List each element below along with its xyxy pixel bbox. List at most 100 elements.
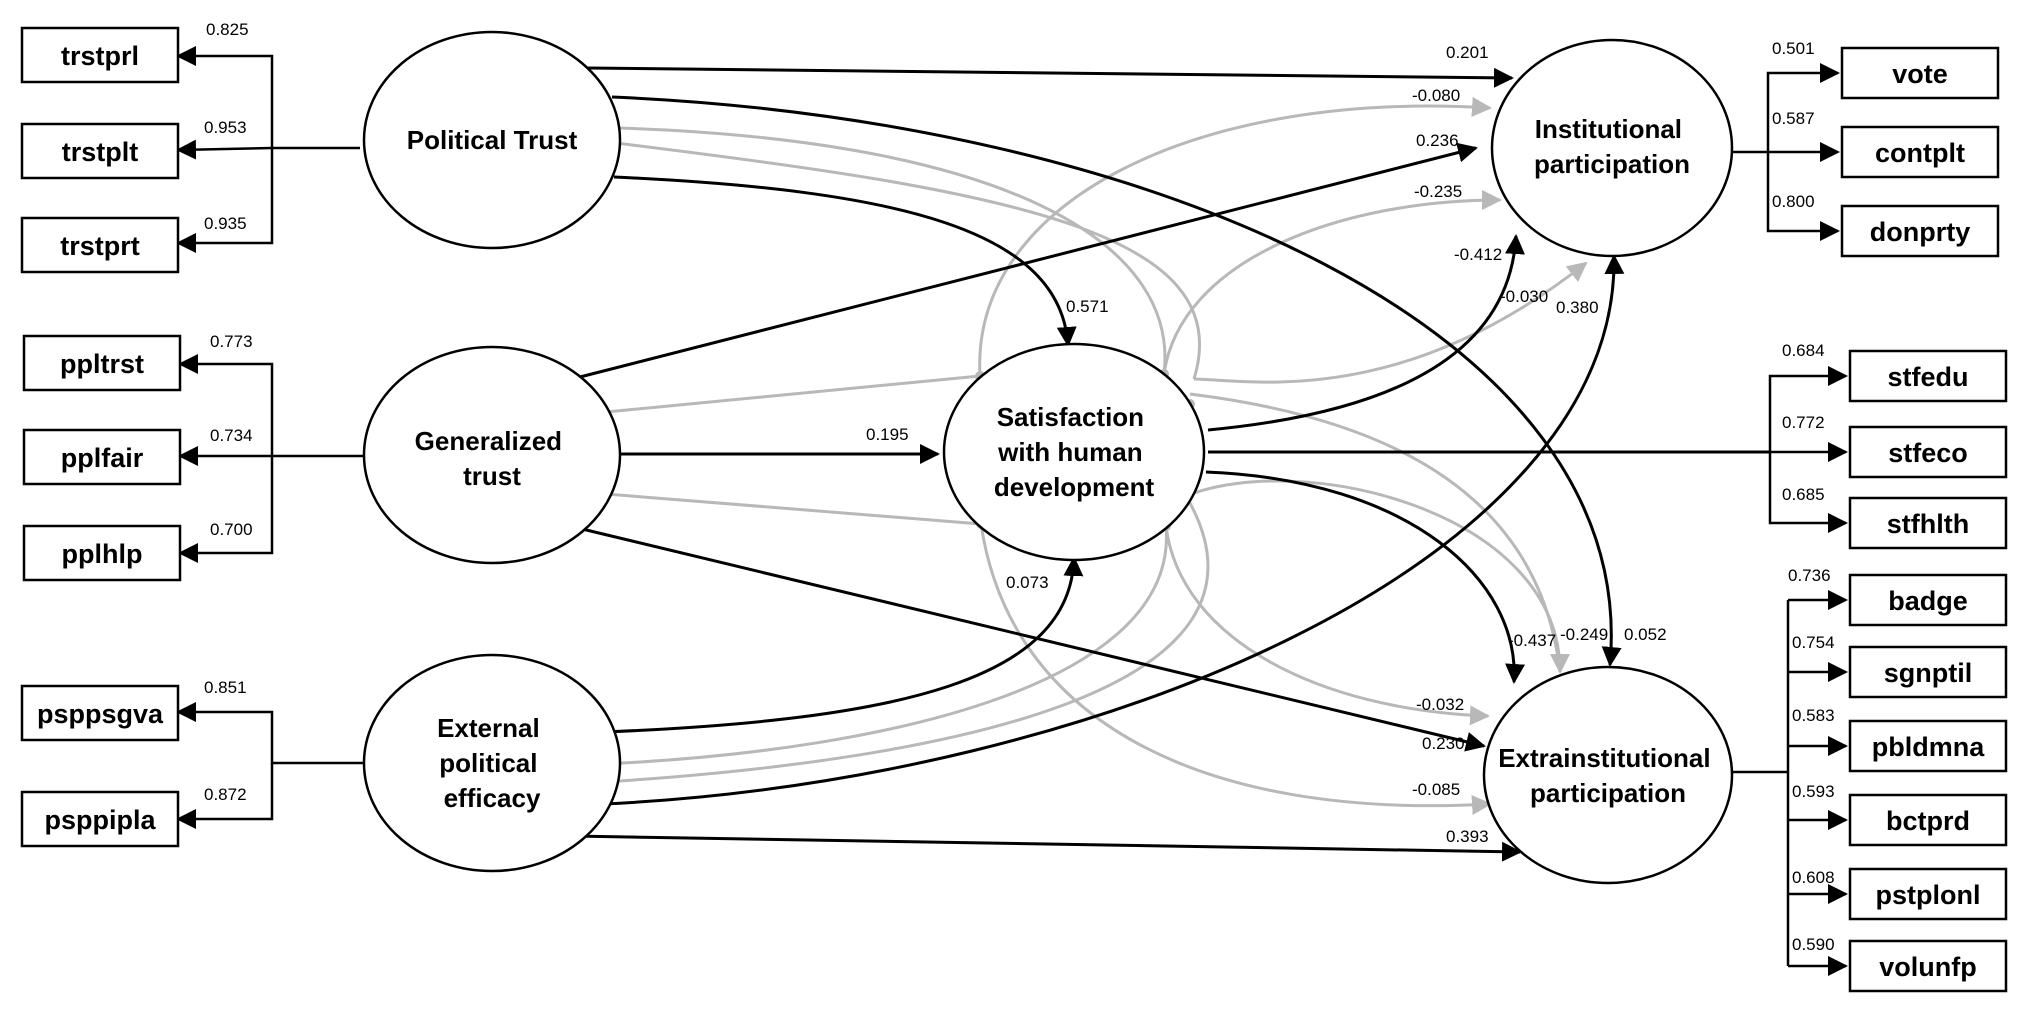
coef-gt-sat: 0.195 — [866, 425, 909, 444]
latent-label-line: with human — [997, 437, 1142, 467]
loading-labels-left: 0.825 0.953 0.935 0.773 0.734 0.700 0.85… — [204, 20, 253, 804]
indicator-trstprt: trstprt — [20, 216, 180, 274]
coef-pt-ip: 0.201 — [1446, 43, 1489, 62]
path-gt-to-ip — [575, 142, 1478, 380]
coef-ee-ep: 0.393 — [1446, 827, 1489, 846]
svg-text:External political: External political efficacy — [437, 713, 547, 813]
latent-label-line: efficacy — [444, 783, 541, 813]
path-coefficients: 0.201 -0.080 0.236 -0.235 -0.412 -0.030 … — [866, 43, 1667, 846]
loading-label: 0.734 — [210, 426, 253, 445]
latent-external-efficacy: External political efficacy — [362, 653, 622, 873]
path-ee-to-sat — [603, 556, 1084, 734]
svg-text:Political Trust: Political Trust — [407, 125, 578, 155]
svg-text:vote: vote — [1892, 59, 1948, 89]
loading-label: 0.587 — [1772, 109, 1815, 128]
loading-label: 0.685 — [1782, 485, 1825, 504]
svg-text:trstprl: trstprl — [61, 41, 139, 71]
loading-label: 0.872 — [204, 785, 247, 804]
path-pt-to-sat — [613, 175, 1077, 347]
svg-text:Institutional participat: Institutional participation — [1534, 114, 1690, 179]
svg-text:stfhlth: stfhlth — [1887, 509, 1969, 539]
indicator-pplfair: pplfair — [22, 428, 182, 486]
indicator-contplt: contplt — [1840, 125, 2000, 179]
svg-text:badge: badge — [1888, 586, 1968, 616]
path-ee-to-ip — [603, 254, 1625, 806]
svg-text:volunfp: volunfp — [1879, 952, 1976, 982]
loading-label: 0.736 — [1788, 566, 1831, 585]
loading-label: 0.593 — [1792, 782, 1835, 801]
svg-text:stfeco: stfeco — [1888, 438, 1968, 468]
svg-text:Satisfaction with human: Satisfaction with human development — [994, 402, 1155, 502]
svg-text:ppltrst: ppltrst — [60, 349, 144, 379]
path-gt-to-ep — [577, 526, 1486, 752]
latent-label-line: trust — [463, 461, 521, 491]
path-pt-to-ep — [611, 95, 1622, 667]
coef-ee-ip-indirect: -0.030 — [1500, 287, 1548, 306]
path-ee-to-ep — [571, 834, 1522, 862]
latent-label-line: political — [439, 748, 537, 778]
loading-lines-right — [1728, 63, 1848, 976]
indirect-arc-ee-to-sat-right — [603, 495, 1210, 784]
loading-label: 0.772 — [1782, 413, 1825, 432]
coef-pt-ep-indirect: -0.249 — [1560, 625, 1608, 644]
svg-text:pstplonl: pstplonl — [1876, 880, 1981, 910]
indicator-badge: badge — [1848, 573, 2008, 627]
svg-text:pplhlp: pplhlp — [62, 539, 143, 569]
latent-label-line: Institutional — [1535, 114, 1682, 144]
svg-text:trstplt: trstplt — [62, 137, 139, 167]
loading-lines-left — [176, 46, 364, 829]
loading-label: 0.590 — [1792, 935, 1835, 954]
indirect-arc-sat-to-ep-032 — [1164, 525, 1490, 726]
svg-text:trstprt: trstprt — [60, 231, 140, 261]
svg-text:bctprd: bctprd — [1886, 806, 1970, 836]
path-sat-to-ep — [1205, 470, 1526, 684]
direct-paths — [571, 66, 1770, 862]
latent-generalized-trust: Generalized trust — [362, 345, 622, 565]
coef-sat-ep: -0.437 — [1508, 631, 1556, 650]
indirect-arc-sat-lower-to-ep — [979, 523, 1492, 815]
latent-political-trust: Political Trust — [362, 30, 622, 250]
loading-label: 0.684 — [1782, 341, 1825, 360]
indicator-psppsgva: psppsgva — [20, 684, 180, 742]
indirect-arc-sat-to-ep-right — [1189, 392, 1562, 673]
path-pt-to-ip — [587, 66, 1514, 88]
svg-text:psppipla: psppipla — [44, 805, 156, 835]
indicator-stfhlth: stfhlth — [1848, 496, 2008, 550]
latent-label: Political Trust — [407, 125, 578, 155]
indirect-arc-ee-to-sat-lowerright — [603, 525, 1168, 766]
indirect-arc-sat-to-ip-235 — [1162, 190, 1502, 375]
latent-label-line: Extrainstitutional — [1498, 743, 1710, 773]
latent-label-line: participation — [1530, 778, 1686, 808]
indicator-donprty: donprty — [1840, 204, 2000, 258]
svg-text:stfedu: stfedu — [1888, 362, 1969, 392]
coef-gt-ip: 0.236 — [1416, 131, 1459, 150]
coef-ee-ep-indirect: -0.085 — [1412, 780, 1460, 799]
indicator-vote: vote — [1840, 46, 2000, 100]
svg-text:donprty: donprty — [1870, 217, 1971, 247]
indicator-psppipla: psppipla — [20, 790, 180, 848]
loading-label: 0.825 — [206, 20, 249, 39]
latent-label-line: development — [994, 472, 1155, 502]
indirect-arc-sat-to-ip-030 — [1193, 261, 1588, 384]
indicator-trstplt: trstplt — [20, 122, 180, 180]
indirect-arc-gt-to-ip — [978, 96, 1492, 377]
coef-sat-ip: -0.412 — [1454, 245, 1502, 264]
coef-pt-ep: 0.052 — [1624, 625, 1667, 644]
indicator-trstprl: trstprl — [20, 26, 180, 84]
latent-label-line: participation — [1534, 149, 1690, 179]
svg-text:pbldmna: pbldmna — [1872, 732, 1985, 762]
svg-text:Generalized trust: Generalized trust — [415, 426, 570, 491]
indirect-path-pt-ep — [615, 141, 1201, 380]
svg-text:sgnptil: sgnptil — [1884, 658, 1973, 688]
loading-label: 0.800 — [1772, 192, 1815, 211]
indicator-pstplonl: pstplonl — [1848, 867, 2008, 921]
indicator-stfeco: stfeco — [1848, 425, 2008, 479]
indicator-volunfp: volunfp — [1848, 939, 2008, 993]
path-sat-to-ip — [1207, 234, 1525, 432]
loading-label: 0.953 — [204, 118, 247, 137]
svg-text:psppsgva: psppsgva — [37, 699, 164, 729]
indicator-stfedu: stfedu — [1848, 349, 2008, 403]
loading-label: 0.583 — [1792, 706, 1835, 725]
loading-label: 0.700 — [210, 520, 253, 539]
loading-label: 0.608 — [1792, 868, 1835, 887]
